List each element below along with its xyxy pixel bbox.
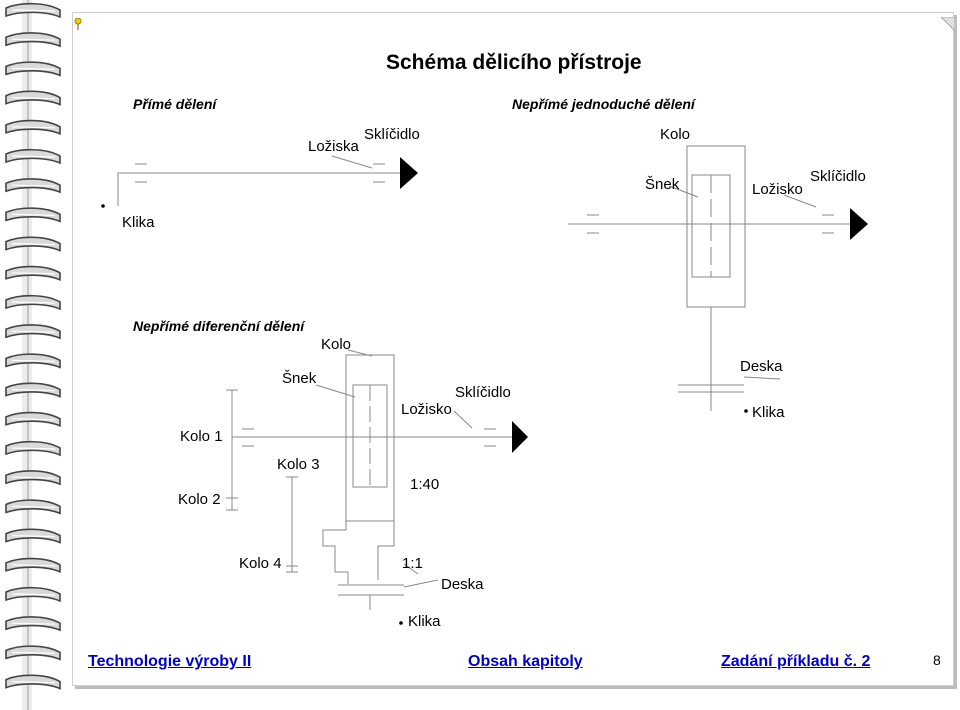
binding-coil-highlight bbox=[11, 243, 56, 246]
binding-coil-highlight bbox=[11, 67, 56, 70]
plate-label: Deska bbox=[740, 358, 783, 375]
chuck-label: Sklíčidlo bbox=[810, 168, 866, 185]
wheel4-label: Kolo 4 bbox=[239, 555, 282, 572]
binding-coil-highlight bbox=[11, 593, 56, 596]
slide-page bbox=[72, 12, 954, 686]
indirect-simple-heading: Nepřímé jednoduché dělení bbox=[512, 96, 695, 112]
binding-coil-highlight bbox=[11, 97, 56, 100]
plate-label: Deska bbox=[441, 576, 484, 593]
chuck-label: Sklíčidlo bbox=[455, 384, 511, 401]
binding-coil-highlight bbox=[11, 564, 56, 567]
chapter-contents-link[interactable]: Obsah kapitoly bbox=[468, 653, 583, 670]
binding-coil-highlight bbox=[11, 418, 56, 421]
binding-coil-highlight bbox=[11, 447, 56, 450]
crank-dot-icon bbox=[744, 409, 748, 413]
crank-label: Klika bbox=[122, 214, 155, 231]
indirect-simple-drawing bbox=[568, 145, 850, 411]
bearings-label: Ložiska bbox=[308, 138, 359, 155]
chuck-label: Sklíčidlo bbox=[364, 126, 420, 143]
binding-coil-highlight bbox=[11, 126, 56, 129]
crank-label: Klika bbox=[752, 404, 785, 421]
differential-heading: Nepřímé diferenční dělení bbox=[133, 318, 305, 334]
wheel1-label: Kolo 1 bbox=[180, 428, 223, 445]
binding-coil-highlight bbox=[11, 681, 56, 684]
binding-coil-highlight bbox=[11, 155, 56, 158]
direct-division-heading: Přímé dělení bbox=[133, 96, 217, 112]
chuck-arrow-icon bbox=[512, 421, 528, 453]
binding-coil-highlight bbox=[11, 651, 56, 654]
page-number: 8 bbox=[933, 652, 941, 668]
binding-coil-highlight bbox=[11, 330, 56, 333]
wheel2-label: Kolo 2 bbox=[178, 491, 221, 508]
pin-icon bbox=[74, 18, 82, 30]
worm-label: Šnek bbox=[645, 176, 680, 193]
crank-dot-icon bbox=[101, 204, 105, 208]
binding-coil-highlight bbox=[11, 9, 56, 12]
ratio-1-1-label: 1:1 bbox=[402, 555, 423, 572]
page-corner-icon bbox=[941, 17, 955, 31]
wheel3-label: Kolo 3 bbox=[277, 456, 320, 473]
task-link[interactable]: Zadání příkladu č. 2 bbox=[721, 653, 871, 670]
chuck-arrow-icon bbox=[400, 157, 418, 189]
page-title: Schéma dělicího přístroje bbox=[386, 51, 642, 74]
binding-coil-highlight bbox=[11, 505, 56, 508]
crank-dot-icon bbox=[399, 621, 403, 625]
direct-division-drawing bbox=[117, 155, 400, 206]
worm-label: Šnek bbox=[282, 370, 317, 387]
ratio-1-40-label: 1:40 bbox=[410, 476, 440, 493]
differential-drawing bbox=[226, 349, 512, 610]
binding-coil-highlight bbox=[11, 476, 56, 479]
binding-coil-highlight bbox=[11, 535, 56, 538]
binding-coil-highlight bbox=[11, 389, 56, 392]
binding-coil-highlight bbox=[11, 272, 56, 275]
wheel-label: Kolo bbox=[660, 126, 691, 143]
binding-coil-highlight bbox=[11, 359, 56, 362]
binding-coil-highlight bbox=[11, 213, 56, 216]
crank-label: Klika bbox=[408, 613, 441, 630]
binding-coil-highlight bbox=[11, 184, 56, 187]
bearing-label: Ložisko bbox=[401, 401, 452, 418]
chuck-arrow-icon bbox=[850, 208, 868, 240]
bearing-label: Ložisko bbox=[752, 181, 803, 198]
spiral-binding bbox=[5, 0, 61, 710]
binding-coil-highlight bbox=[11, 301, 56, 304]
wheel-label: Kolo bbox=[321, 336, 352, 353]
binding-coil-highlight bbox=[11, 622, 56, 625]
binding-coil-highlight bbox=[11, 38, 56, 41]
course-link[interactable]: Technologie výroby II bbox=[88, 653, 252, 670]
